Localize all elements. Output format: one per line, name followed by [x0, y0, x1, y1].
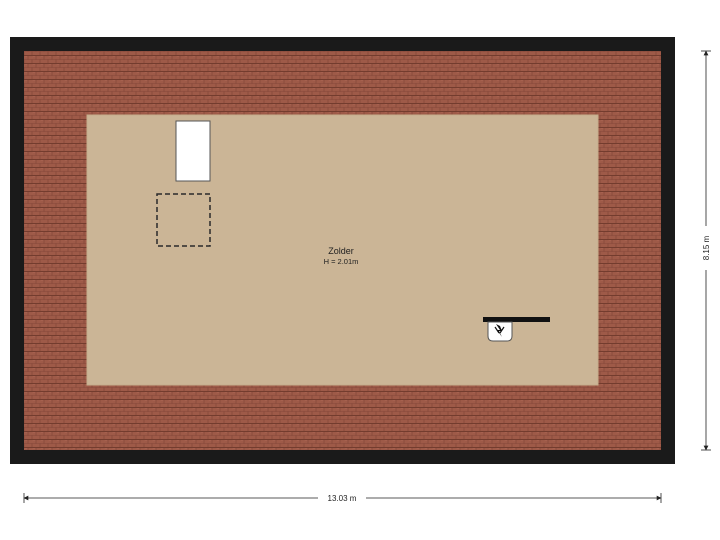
width-label: 13.03 m: [328, 494, 357, 503]
depth-dimension: 8.15 m: [700, 50, 712, 451]
room-name: Zolder: [328, 246, 354, 256]
boiler-icon: [487, 321, 513, 342]
depth-label: 8.15 m: [702, 235, 711, 260]
width-dimension: 13.03 m: [23, 491, 662, 503]
beam: [483, 317, 550, 322]
room-floor: [86, 114, 599, 386]
room-height: H = 2.01m: [324, 257, 359, 266]
skylight-icon: [175, 120, 211, 182]
attic-hatch-icon: [156, 193, 211, 247]
